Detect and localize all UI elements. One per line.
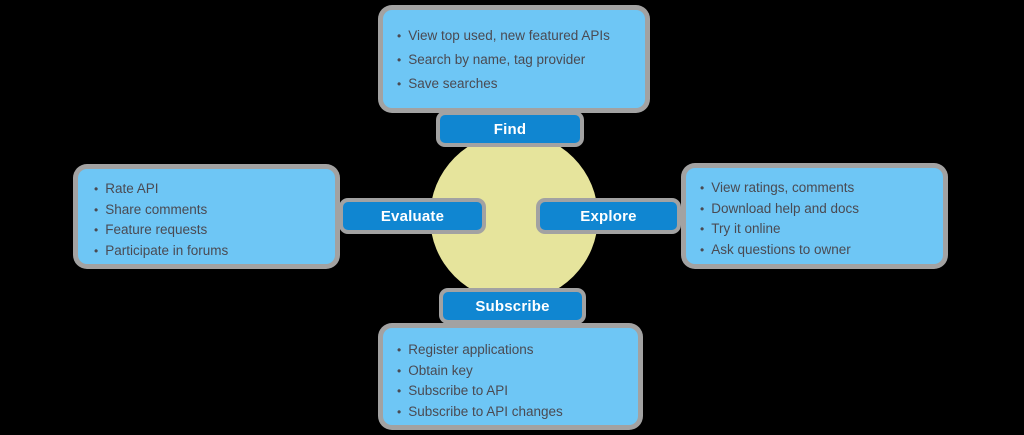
bullet-item: • Subscribe to API (397, 381, 628, 402)
bullet-item: • Save searches (397, 72, 633, 96)
bullet-icon: • (397, 29, 402, 43)
bullet-text: Feature requests (105, 222, 208, 237)
bullet-text: Participate in forums (105, 242, 229, 258)
subscribe-button: Subscribe (443, 292, 582, 320)
bullet-item: • Share comments (94, 200, 325, 221)
bullet-item: • Participate in forums (94, 241, 325, 262)
bullet-item: • Subscribe to API changes (397, 402, 628, 423)
bullet-item: • Feature requests (94, 220, 325, 241)
explore-button-label: Explore (580, 207, 637, 225)
bullet-item: • Obtain key (397, 361, 628, 382)
bullet-icon: • (700, 242, 705, 257)
bullet-item: • View top used, new featured APIs (397, 24, 633, 48)
bullet-icon: • (397, 384, 402, 398)
bullet-icon: • (94, 243, 99, 258)
bullet-text: Subscribe to API changes (408, 403, 563, 419)
find-button-label: Find (493, 120, 527, 138)
bullet-text: View top used, new featured APIs (408, 28, 610, 43)
bullet-icon: • (94, 202, 99, 217)
evaluate-button-label: Evaluate (380, 207, 445, 225)
bullet-text: Register applications (408, 342, 534, 357)
bullet-text: Obtain key (408, 362, 473, 378)
explore-details-box: • View ratings, comments • Download help an… (686, 168, 943, 264)
bullet-text: Save searches (408, 76, 498, 91)
bullet-icon: • (700, 222, 705, 236)
bullet-icon: • (700, 181, 705, 195)
evaluate-details-box: • Rate API • Share comments • Feature request… (78, 169, 335, 264)
bullet-item: • View ratings, comments (700, 178, 933, 199)
subscribe-details-box: • Register applications • Obtain key • Subscr… (383, 328, 638, 425)
bullet-item: • Search by name, tag provider (397, 48, 633, 72)
bullet-item: • Try it online (700, 219, 933, 240)
bullet-text: Share comments (105, 201, 208, 217)
bullet-icon: • (397, 363, 402, 378)
bullet-text: Download help and docs (711, 200, 860, 216)
bullet-item: • Download help and docs (700, 199, 933, 220)
bullet-text: Try it online (711, 221, 781, 236)
bullet-text: Subscribe to API (408, 383, 509, 398)
find-button: Find (440, 115, 580, 143)
explore-button: Explore (540, 202, 677, 230)
bullet-icon: • (94, 223, 99, 237)
bullet-text: Search by name, tag provider (408, 52, 586, 67)
bullet-item: • Rate API (94, 179, 325, 200)
bullet-icon: • (700, 201, 705, 216)
find-details-box: • View top used, new featured APIs • Search… (383, 10, 645, 108)
evaluate-button: Evaluate (343, 202, 482, 230)
bullet-text: Ask questions to owner (711, 241, 851, 257)
bullet-item: • Ask questions to owner (700, 240, 933, 261)
bullet-icon: • (397, 404, 402, 419)
bullet-icon: • (94, 182, 99, 196)
bullet-icon: • (397, 77, 402, 91)
bullet-text: Rate API (105, 181, 159, 196)
subscribe-button-label: Subscribe (475, 297, 550, 315)
bullet-text: View ratings, comments (711, 180, 855, 195)
bullet-icon: • (397, 53, 402, 67)
bullet-item: • Register applications (397, 340, 628, 361)
bullet-icon: • (397, 343, 402, 357)
